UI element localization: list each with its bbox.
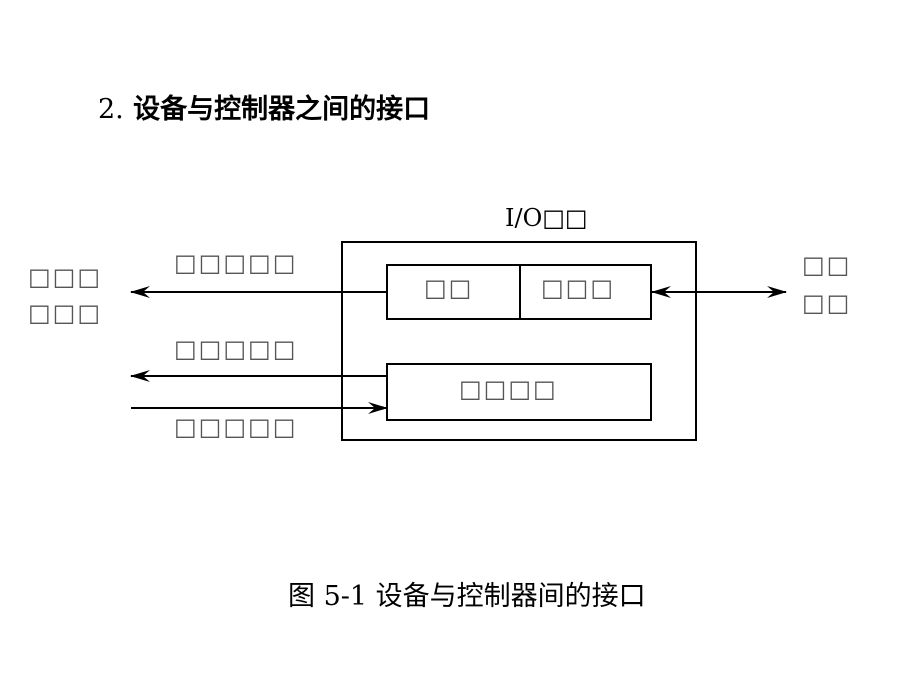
buffer-label: □□ <box>424 274 474 302</box>
section-heading: 2. 设备与控制器之间的接口 <box>98 90 430 130</box>
device-side-label-line1: □□ <box>802 251 852 279</box>
converter-label: □□□ <box>541 274 616 302</box>
device-side-label-line2: □□ <box>802 289 852 317</box>
status-signal-label: □□□□□ <box>174 335 298 363</box>
cpu-side-label-line2: □□□ <box>28 299 103 327</box>
figure-caption: 图 5-1 设备与控制器间的接口 <box>288 581 646 612</box>
io-device-label: I/O□□ <box>505 204 588 232</box>
control-signal-label: □□□□□ <box>174 413 298 441</box>
control-logic-label: □□□□ <box>459 375 558 403</box>
section-title: 设备与控制器之间的接口 <box>133 94 431 125</box>
cpu-side-label-line1: □□□ <box>28 263 103 291</box>
io-device-box <box>341 241 697 441</box>
control-logic-box <box>386 363 652 421</box>
section-number: 2. <box>98 94 124 125</box>
data-signal-label: □□□□□ <box>174 249 298 277</box>
